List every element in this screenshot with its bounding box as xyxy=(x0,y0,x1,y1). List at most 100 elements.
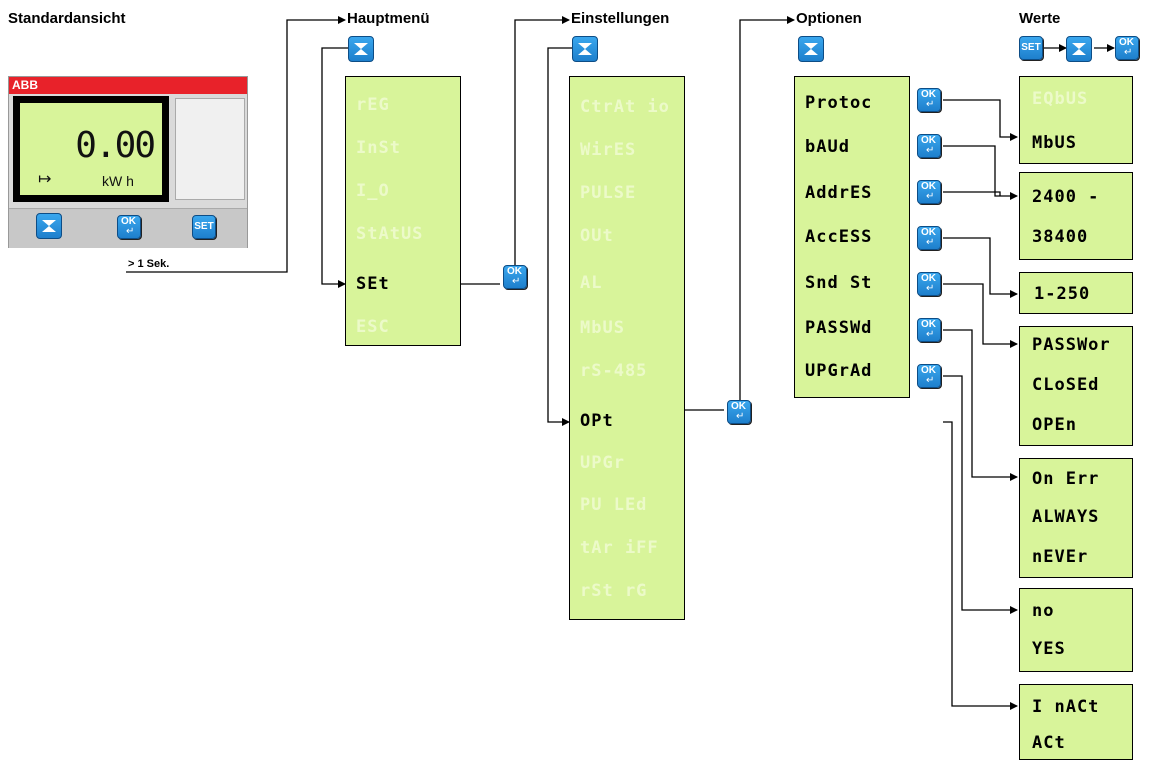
enter-icon: ↵ xyxy=(1124,47,1133,58)
main-menu-item[interactable]: StAtUS xyxy=(356,224,424,244)
main-menu-item-active[interactable]: SEt xyxy=(356,274,390,294)
main-menu-item[interactable]: ESC xyxy=(356,317,390,337)
settings-item[interactable]: WirES xyxy=(580,140,637,160)
enter-icon: ↵ xyxy=(926,283,935,294)
meter-unit: kW h xyxy=(102,173,134,189)
meter-lcd-screen: 0.00 ↦ kW h xyxy=(20,103,162,195)
ok-label: OK xyxy=(507,266,522,277)
main-menu-panel: rEG InSt I_O StAtUS SEt ESC xyxy=(345,76,461,346)
values-panel-address: 1-250 xyxy=(1019,272,1133,314)
options-item[interactable]: PASSWd xyxy=(805,318,873,338)
main-menu-down-button[interactable] xyxy=(348,36,374,62)
meter-set-button[interactable]: SET xyxy=(192,215,216,239)
option-ok-button[interactable]: OK↵ xyxy=(917,134,941,158)
abb-logo: ABB xyxy=(12,78,38,92)
main-menu-item[interactable]: I_O xyxy=(356,181,390,201)
settings-item[interactable]: PULSE xyxy=(580,183,637,203)
ok-label: OK xyxy=(921,227,936,238)
ok-label: OK xyxy=(921,135,936,146)
value-item[interactable]: On Err xyxy=(1032,469,1100,489)
value-item[interactable]: OPEn xyxy=(1032,415,1077,435)
values-set-button[interactable]: SET xyxy=(1019,36,1043,60)
enter-icon: ↵ xyxy=(926,375,935,386)
hold-note: > 1 Sek. xyxy=(128,258,170,270)
values-panel-access: PASSWor CLoSEd OPEn xyxy=(1019,326,1133,446)
down-arrow-icon xyxy=(578,43,592,55)
enter-icon: ↵ xyxy=(926,145,935,156)
header-values: Werte xyxy=(1019,10,1061,27)
ok-label: OK xyxy=(921,273,936,284)
enter-icon: ↵ xyxy=(926,237,935,248)
values-panel-protocol: EQbUS MbUS xyxy=(1019,76,1133,164)
values-down-button[interactable] xyxy=(1066,36,1092,62)
enter-icon: ↵ xyxy=(926,99,935,110)
value-item[interactable]: EQbUS xyxy=(1032,89,1089,109)
settings-item-active[interactable]: OPt xyxy=(580,411,614,431)
header-standard-view: Standardansicht xyxy=(8,10,126,27)
options-item[interactable]: bAUd xyxy=(805,137,850,157)
meter-ok-button[interactable]: OK ↵ xyxy=(117,215,141,239)
settings-item[interactable]: rSt rG xyxy=(580,581,648,601)
options-item[interactable]: Snd St xyxy=(805,273,873,293)
meter-device: ABB 0.00 ↦ kW h xyxy=(8,76,248,248)
enter-icon: ↵ xyxy=(736,411,745,422)
option-ok-button[interactable]: OK↵ xyxy=(917,272,941,296)
option-ok-button[interactable]: OK↵ xyxy=(917,88,941,112)
options-down-button[interactable] xyxy=(798,36,824,62)
meter-reading: 0.00 xyxy=(75,125,156,166)
settings-item[interactable]: rS-485 xyxy=(580,361,648,381)
ok-label: OK xyxy=(921,365,936,376)
header-options: Optionen xyxy=(796,10,862,27)
down-arrow-icon xyxy=(804,43,818,55)
value-item[interactable]: CLoSEd xyxy=(1032,375,1100,395)
enter-icon: ↵ xyxy=(126,226,135,237)
options-item[interactable]: UPGrAd xyxy=(805,361,873,381)
settings-ok-button[interactable]: OK ↵ xyxy=(727,400,751,424)
settings-item[interactable]: OUt xyxy=(580,226,614,246)
value-item[interactable]: PASSWor xyxy=(1032,335,1111,355)
meter-arrow: ↦ xyxy=(38,169,52,188)
main-menu-item[interactable]: InSt xyxy=(356,138,401,158)
settings-item[interactable]: MbUS xyxy=(580,318,625,338)
value-item-active[interactable]: MbUS xyxy=(1032,133,1077,153)
value-item[interactable]: no xyxy=(1032,601,1055,621)
enter-icon: ↵ xyxy=(512,276,521,287)
settings-down-button[interactable] xyxy=(572,36,598,62)
settings-item[interactable]: tAr iFF xyxy=(580,538,659,558)
settings-item[interactable]: PU LEd xyxy=(580,495,648,515)
value-item[interactable]: ALWAYS xyxy=(1032,507,1100,527)
value-item[interactable]: nEVEr xyxy=(1032,547,1089,567)
value-item[interactable]: 1-250 xyxy=(1034,284,1091,304)
value-item[interactable]: I nACt xyxy=(1032,697,1100,717)
ok-label: OK xyxy=(1119,37,1134,48)
options-item[interactable]: AddrES xyxy=(805,183,873,203)
ok-label: OK xyxy=(921,181,936,192)
main-menu-ok-button[interactable]: OK ↵ xyxy=(503,265,527,289)
ok-label: OK xyxy=(921,319,936,330)
header-main-menu: Hauptmenü xyxy=(347,10,430,27)
option-ok-button[interactable]: OK↵ xyxy=(917,364,941,388)
values-panel-baud: 2400 - 38400 xyxy=(1019,172,1133,260)
options-item[interactable]: Protoc xyxy=(805,93,873,113)
down-arrow-icon xyxy=(42,220,56,232)
value-item[interactable]: 38400 xyxy=(1032,227,1089,247)
down-arrow-icon xyxy=(1072,43,1086,55)
enter-icon: ↵ xyxy=(926,191,935,202)
value-item[interactable]: YES xyxy=(1032,639,1066,659)
value-item[interactable]: 2400 - xyxy=(1032,187,1100,207)
settings-item[interactable]: AL xyxy=(580,273,603,293)
option-ok-button[interactable]: OK↵ xyxy=(917,226,941,250)
options-item[interactable]: AccESS xyxy=(805,227,873,247)
option-ok-button[interactable]: OK↵ xyxy=(917,318,941,342)
settings-item[interactable]: UPGr xyxy=(580,453,625,473)
header-settings: Einstellungen xyxy=(571,10,670,27)
option-ok-button[interactable]: OK↵ xyxy=(917,180,941,204)
main-menu-item[interactable]: rEG xyxy=(356,95,390,115)
values-ok-button[interactable]: OK ↵ xyxy=(1115,36,1139,60)
values-panel-password: no YES xyxy=(1019,588,1133,672)
options-panel: Protoc bAUd AddrES AccESS Snd St PASSWd … xyxy=(794,76,910,398)
meter-down-button[interactable] xyxy=(36,213,62,239)
settings-item[interactable]: CtrAt io xyxy=(580,97,670,117)
value-item[interactable]: ACt xyxy=(1032,733,1066,753)
